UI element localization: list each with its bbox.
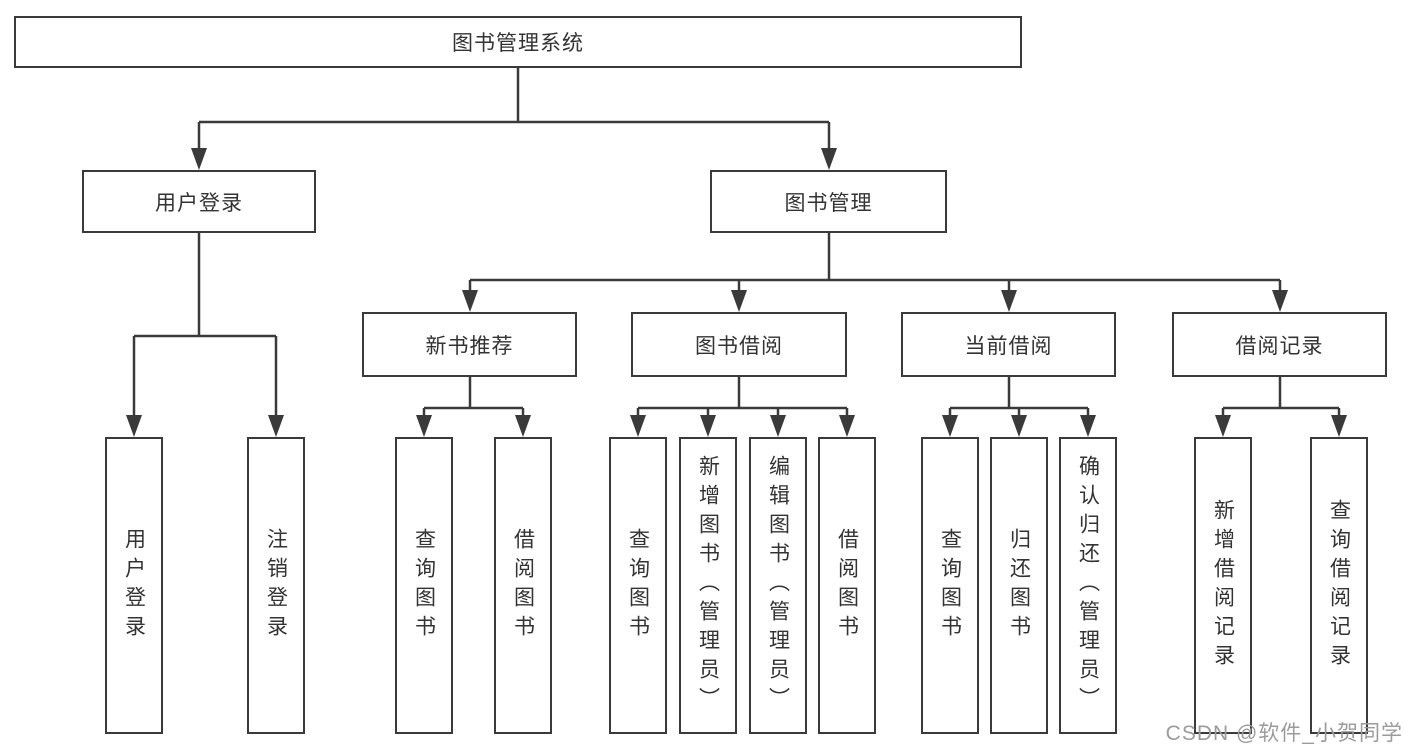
node-label: 借阅记录: [1235, 334, 1324, 358]
leaf-query-books-current: 查询图书: [921, 437, 979, 734]
leaf-label: 查询图书: [938, 527, 962, 644]
leaf-label: 借阅图书: [835, 527, 859, 644]
node-label: 图书管理系统: [452, 32, 584, 55]
csdn-watermark: CSDN @软件_小贺同学: [1165, 722, 1403, 745]
arrowheads: [126, 148, 1347, 437]
leaf-label: 借阅图书: [511, 527, 535, 644]
leaf-label: 查询借阅记录: [1327, 498, 1351, 673]
leaf-confirm-return-admin: 确认归还（管理员）: [1059, 437, 1117, 734]
leaf-label: 新增借阅记录: [1211, 498, 1235, 673]
leaf-return-books: 归还图书: [990, 437, 1048, 734]
node-book-management-module: 图书管理: [710, 170, 947, 233]
leaf-query-borrow-record: 查询借阅记录: [1310, 437, 1368, 734]
node-new-book-recommend: 新书推荐: [362, 312, 577, 377]
leaf-label: 归还图书: [1007, 527, 1031, 644]
leaf-label: 查询图书: [412, 527, 436, 644]
leaf-label: 确认归还（管理员）: [1076, 455, 1100, 716]
leaf-label: 查询图书: [626, 527, 650, 644]
node-user-login-module: 用户登录: [82, 170, 316, 233]
leaf-label: 用户登录: [122, 527, 146, 644]
leaf-user-login: 用户登录: [105, 437, 163, 734]
node-label: 新书推荐: [425, 334, 514, 358]
leaf-query-books-recommend: 查询图书: [395, 437, 453, 734]
node-borrowing-records: 借阅记录: [1172, 312, 1387, 377]
leaf-borrow-books: 借阅图书: [818, 437, 876, 734]
leaf-logout: 注销登录: [247, 437, 305, 734]
leaf-label: 编辑图书（管理员）: [766, 455, 790, 716]
leaf-add-borrow-record: 新增借阅记录: [1194, 437, 1252, 734]
leaf-query-books-borrowing: 查询图书: [609, 437, 667, 734]
node-book-borrowing: 图书借阅: [631, 312, 847, 377]
node-label: 图书管理: [784, 191, 873, 215]
leaf-label: 注销登录: [264, 527, 288, 644]
leaf-borrow-books-recommend: 借阅图书: [494, 437, 552, 734]
node-label: 当前借阅: [964, 334, 1053, 358]
node-label: 用户登录: [155, 191, 243, 215]
node-label: 图书借阅: [695, 334, 783, 358]
leaf-edit-books-admin: 编辑图书（管理员）: [749, 437, 807, 734]
connector-segments: [132, 68, 1341, 417]
leaf-add-books-admin: 新增图书（管理员）: [679, 437, 737, 734]
node-system-root: 图书管理系统: [14, 16, 1022, 68]
node-current-borrowing: 当前借阅: [901, 312, 1116, 377]
leaf-label: 新增图书（管理员）: [696, 455, 720, 716]
